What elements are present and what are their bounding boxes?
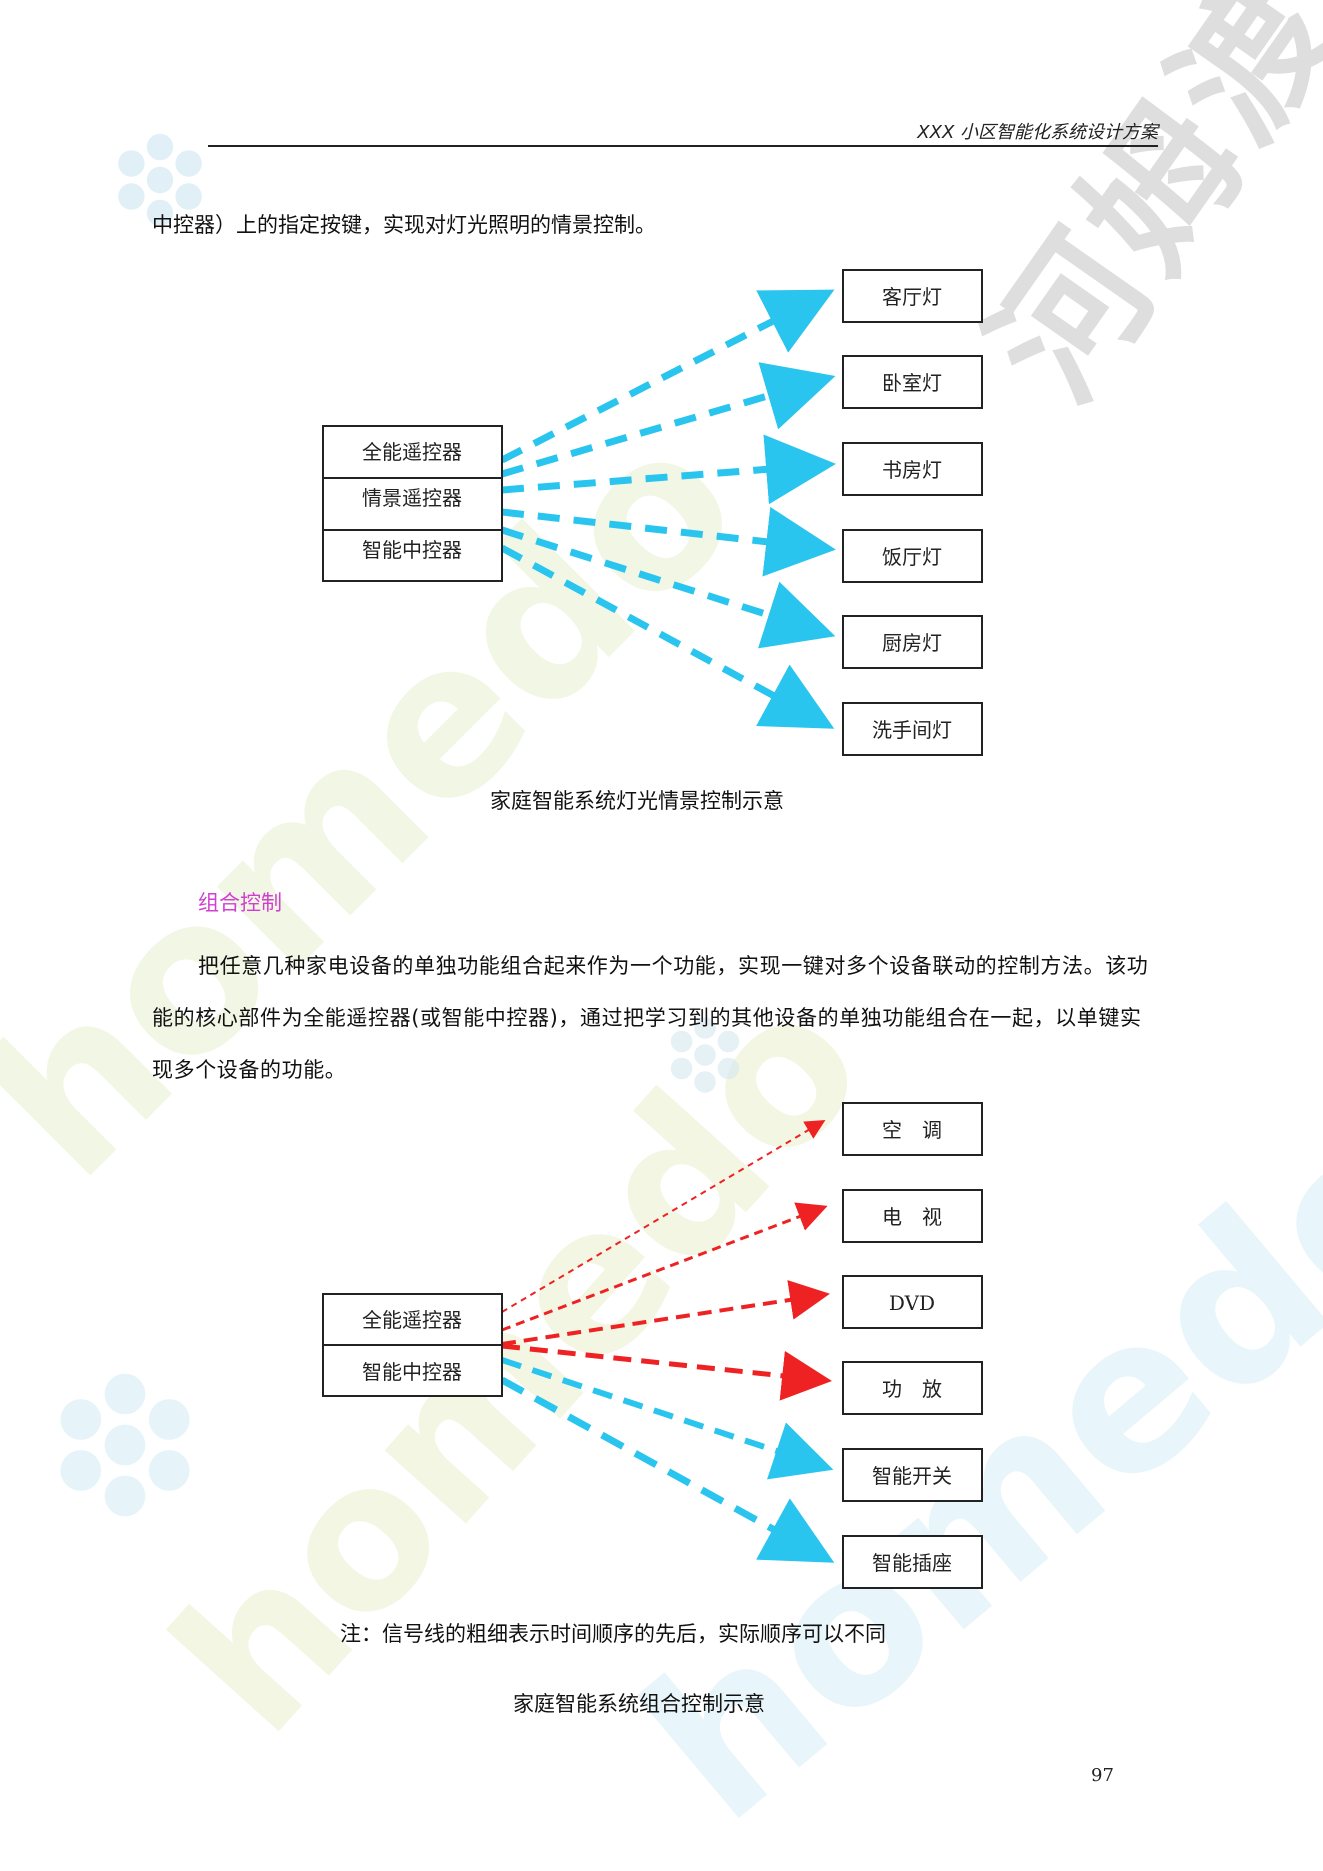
signal-line-living-room xyxy=(500,289,835,464)
running-header: XXX 小区智能化系统设计方案 xyxy=(917,122,1158,143)
target-bedroom-light: 卧室灯 xyxy=(882,371,942,395)
combo-source-smart-controller: 智能中控器 xyxy=(362,1360,462,1384)
target-dining-light: 饭厅灯 xyxy=(882,545,942,569)
signal-line-smart-switch xyxy=(501,1357,834,1480)
signal-line-dining xyxy=(501,506,836,577)
signal-line-kitchen xyxy=(500,526,836,649)
source-stack: 全能遥控器 情景遥控器 智能中控器 xyxy=(322,425,503,582)
target-smart-switch: 智能开关 xyxy=(872,1464,952,1488)
signal-line-study xyxy=(501,434,836,505)
page-number: 97 xyxy=(1091,1765,1114,1786)
target-amplifier: 功 放 xyxy=(882,1377,942,1401)
signal-line-amplifier xyxy=(501,1343,832,1401)
combo-source-universal-remote: 全能遥控器 xyxy=(362,1308,462,1332)
signal-line-bathroom xyxy=(500,544,835,729)
target-boxes: 客厅灯 卧室灯 书房灯 饭厅灯 厨房灯 洗手间灯 xyxy=(842,269,983,756)
source-scene-remote: 情景遥控器 xyxy=(362,486,462,510)
target-dvd: DVD xyxy=(889,1291,935,1315)
combo-target-boxes: 空 调 电 视 DVD 功 放 智能开关 智能插座 xyxy=(842,1102,983,1589)
combo-source-stack: 全能遥控器 智能中控器 xyxy=(322,1293,503,1397)
signal-line-tv xyxy=(501,1202,828,1332)
target-smart-socket: 智能插座 xyxy=(872,1551,952,1575)
section-body: 把任意几种家电设备的单独功能组合起来作为一个功能，实现一键对多个设备联动的控制方… xyxy=(152,954,1149,1082)
diagram1-caption: 家庭智能系统灯光情景控制示意 xyxy=(490,789,784,813)
signal-line-smart-socket xyxy=(500,1376,835,1563)
source-universal-remote: 全能遥控器 xyxy=(362,440,462,464)
section-title: 组合控制 xyxy=(198,891,282,915)
diagram2-note: 注：信号线的粗细表示时间顺序的先后，实际顺序可以不同 xyxy=(340,1622,886,1646)
header-rule xyxy=(208,145,1158,147)
signal-line-dvd xyxy=(501,1280,830,1346)
source-smart-controller: 智能中控器 xyxy=(362,538,462,562)
signal-line-ac xyxy=(501,1119,826,1313)
target-television: 电 视 xyxy=(882,1205,942,1229)
target-living-room-light: 客厅灯 xyxy=(882,285,942,309)
signal-line-bedroom xyxy=(501,362,836,478)
intro-paragraph: 中控器）上的指定按键，实现对灯光照明的情景控制。 xyxy=(152,213,656,237)
target-bathroom-light: 洗手间灯 xyxy=(872,718,952,742)
diagram2-caption: 家庭智能系统组合控制示意 xyxy=(513,1692,765,1716)
target-air-conditioner: 空 调 xyxy=(882,1118,942,1142)
signal-lines xyxy=(500,289,836,729)
combo-signal-lines xyxy=(500,1119,835,1563)
target-study-light: 书房灯 xyxy=(882,458,942,482)
target-kitchen-light: 厨房灯 xyxy=(882,631,942,655)
